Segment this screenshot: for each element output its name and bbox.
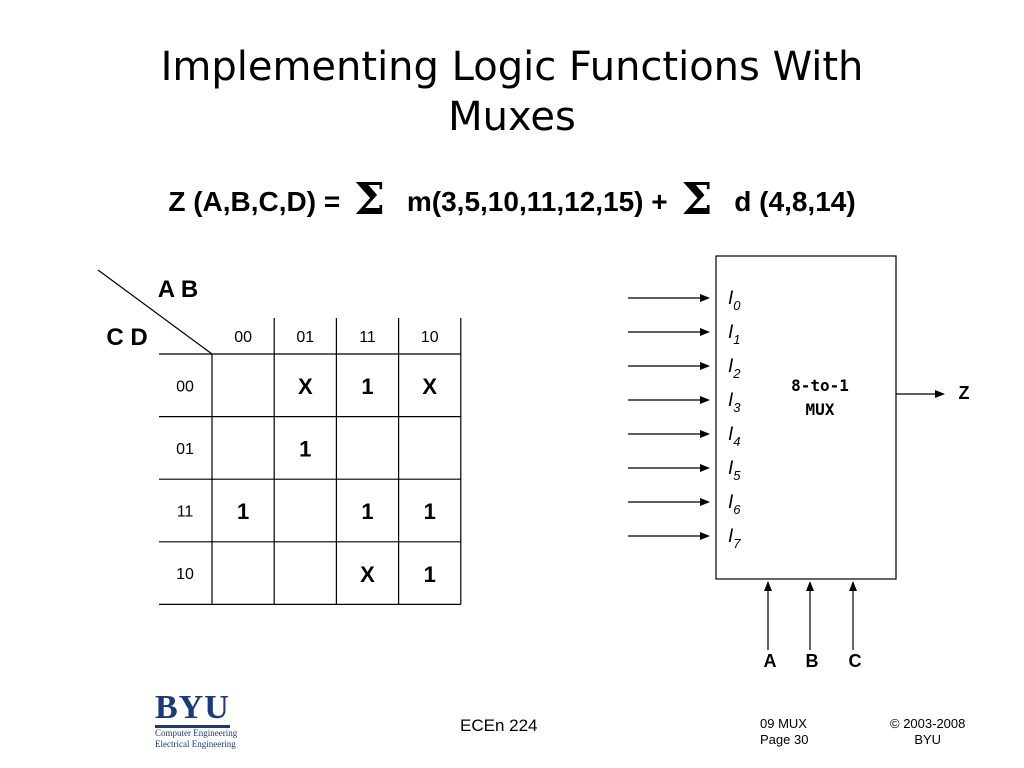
footer-org: BYU [914, 732, 942, 747]
footer-page-info: 09 MUX Page 30 [760, 716, 808, 748]
kmap-cell-value: X [360, 562, 375, 587]
kmap-cell-value: 1 [299, 437, 311, 462]
input-arrowhead-icon [700, 532, 710, 540]
output-arrowhead-icon [935, 390, 945, 398]
sigma-symbol-dontcares: Σ [681, 174, 713, 225]
mux-input-label: I3 [728, 390, 741, 415]
kmap-col-header: 10 [421, 329, 439, 346]
mux-box [715, 255, 897, 580]
kmap-grid [159, 318, 462, 606]
kmap-col-header: 00 [234, 329, 252, 346]
mux-input-label: I5 [728, 458, 741, 483]
equation-minterms: m(3,5,10,11,12,15) + [406, 186, 668, 217]
kmap-row-header: 01 [176, 441, 194, 458]
footer-copyright-years: © 2003-2008 [890, 716, 966, 731]
footer-topic: 09 MUX [760, 716, 807, 731]
slide-title-line1: Implementing Logic Functions With [160, 44, 864, 90]
equation-lhs: Z (A,B,C,D) = [168, 186, 341, 217]
function-equation: Z (A,B,C,D) = Σ m(3,5,10,11,12,15) + Σ d… [0, 174, 1024, 225]
kmap-cell-value: 1 [361, 374, 373, 399]
kmap-col-header: 01 [296, 329, 314, 346]
sigma-symbol-minterms: Σ [353, 174, 386, 225]
select-label: C [849, 651, 862, 671]
select-label: B [806, 651, 819, 671]
logo-subtitle-2: Electrical Engineering [155, 739, 236, 749]
select-arrowhead-icon [806, 581, 814, 591]
mux-input-label: I1 [728, 322, 741, 347]
kmap-cell-value: X [422, 374, 437, 399]
input-arrowhead-icon [700, 464, 710, 472]
footer-copyright: © 2003-2008 BYU [890, 716, 965, 748]
mux-input-label: I4 [728, 424, 741, 449]
byu-logo: BYU Computer Engineering Electrical Engi… [155, 689, 255, 750]
kmap-diagonal [97, 269, 213, 355]
input-arrowhead-icon [700, 396, 710, 404]
kmap-cell-value: 1 [424, 499, 436, 524]
mux-input-label: I6 [728, 492, 741, 517]
logo-subtitle-1: Computer Engineering [155, 728, 238, 738]
select-arrowhead-icon [764, 581, 772, 591]
kmap-cell-value: 1 [424, 562, 436, 587]
mux-label-line1: 8-to-1 [791, 376, 849, 395]
input-arrowhead-icon [700, 294, 710, 302]
slide-title-line2: Muxes [448, 94, 576, 140]
input-arrowhead-icon [700, 328, 710, 336]
input-arrowhead-icon [700, 430, 710, 438]
footer-course: ECEn 224 [460, 716, 538, 735]
input-arrowhead-icon [700, 498, 710, 506]
kmap-col-header: 11 [359, 329, 376, 346]
logo-wordmark: BYU [155, 689, 230, 728]
kmap-row-header: 00 [176, 378, 194, 395]
kmap-row-header: 10 [176, 566, 194, 583]
output-label: Z [959, 383, 970, 403]
mux-output: Z [896, 383, 970, 403]
footer-page-number: Page 30 [760, 732, 809, 747]
select-label: A [764, 651, 777, 671]
slide-title: Implementing Logic Functions With Muxes [0, 42, 1024, 142]
kmap-row-header: 11 [177, 504, 194, 521]
input-arrowhead-icon [700, 362, 710, 370]
equation-dontcares: d (4,8,14) [734, 186, 856, 217]
mux-input-label: I7 [728, 526, 741, 551]
kmap-cell-value: X [298, 374, 313, 399]
kmap-row-var-label: A B [158, 276, 198, 303]
kmap-col-var-label: C D [106, 324, 147, 351]
mux-input-label: I2 [728, 356, 741, 381]
mux-input-label: I0 [728, 288, 741, 313]
mux-selects: A B C [764, 581, 862, 671]
kmap-cell-value: 1 [237, 499, 249, 524]
select-arrowhead-icon [849, 581, 857, 591]
mux-label-line2: MUX [806, 400, 835, 419]
kmap-cell-value: 1 [361, 499, 373, 524]
